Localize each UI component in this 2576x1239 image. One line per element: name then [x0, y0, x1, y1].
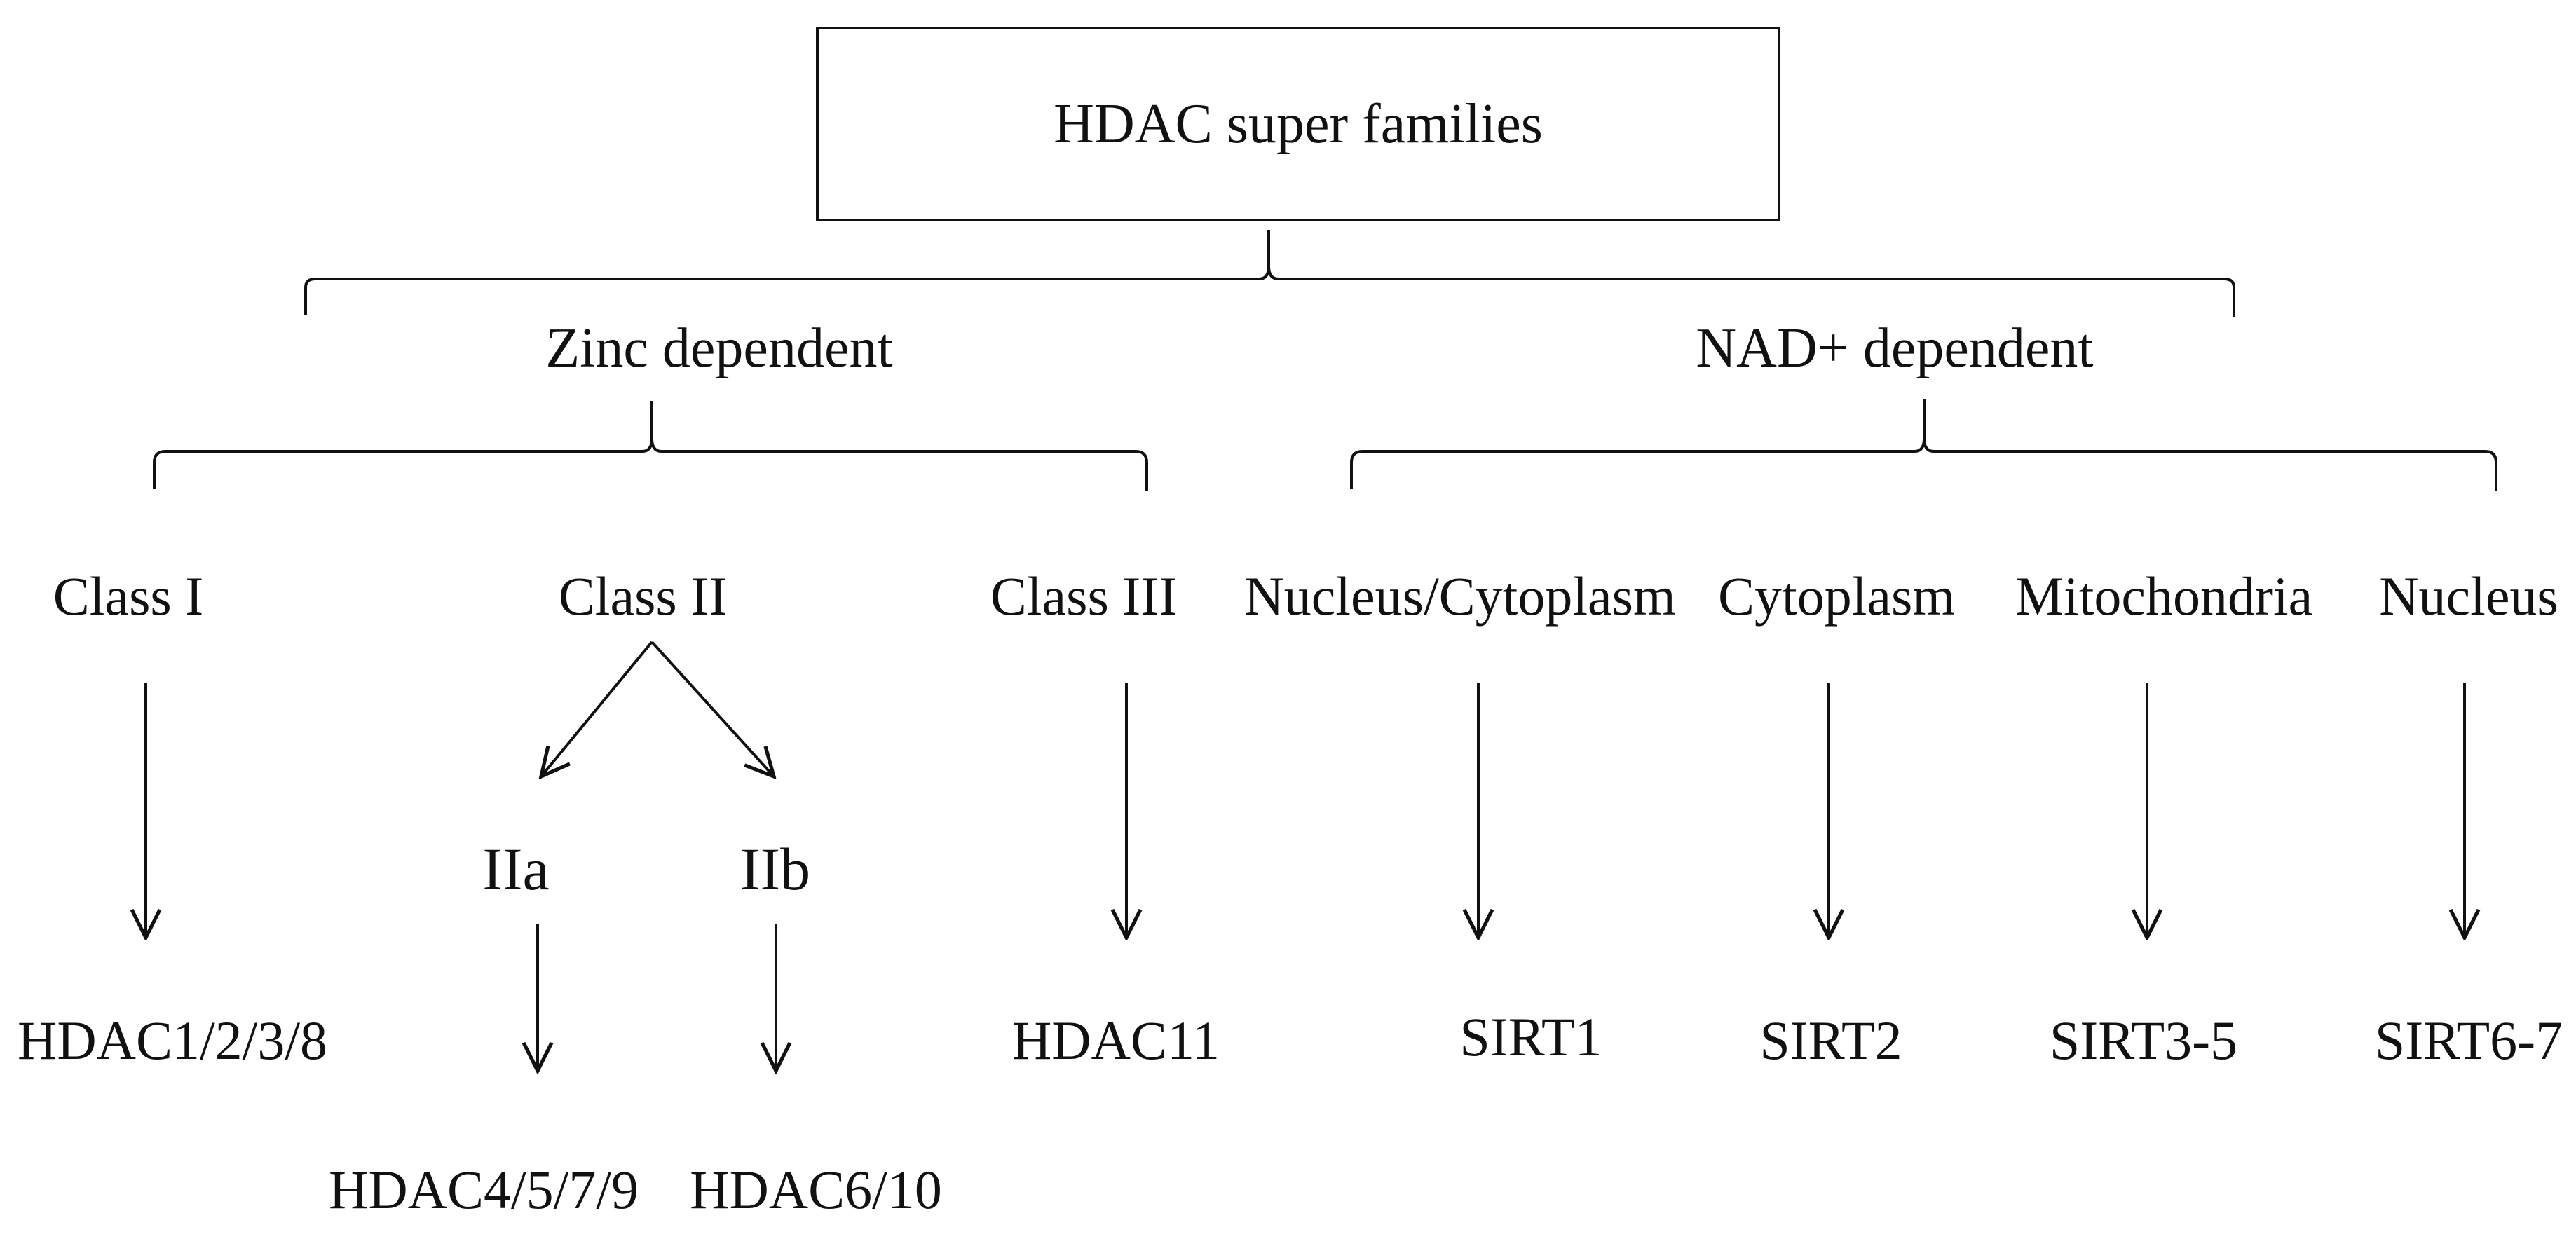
class3-members: HDAC11 [1011, 1010, 1220, 1071]
sirt6-7-label: SIRT6-7 [2374, 1010, 2563, 1071]
class3-label: Class III [990, 566, 1178, 627]
nucleus-label: Nucleus [2379, 566, 2558, 627]
class2a-members: HDAC4/5/7/9 [328, 1159, 639, 1220]
sirt2-label: SIRT2 [1759, 1010, 1902, 1071]
sirt1-label: SIRT1 [1459, 1006, 1602, 1067]
class2a-label: IIa [482, 835, 550, 903]
arrow-class2-to-iia [541, 641, 653, 776]
class2b-members: HDAC6/10 [690, 1159, 942, 1220]
nad-dependent-label: NAD+ dependent [1696, 317, 2094, 379]
class2-label: Class II [558, 566, 728, 627]
title-box [816, 27, 1780, 221]
class1-label: Class I [53, 566, 204, 627]
diagram-title: HDAC super families [1054, 93, 1543, 155]
zinc-dependent-label: Zinc dependent [545, 317, 893, 379]
zinc-brace [153, 401, 1148, 491]
top-brace [304, 230, 2235, 317]
sirt3-5-label: SIRT3-5 [2049, 1010, 2238, 1071]
class1-members: HDAC1/2/3/8 [17, 1010, 328, 1071]
arrow-class2-to-iib [650, 641, 774, 776]
cytoplasm-label: Cytoplasm [1717, 566, 1956, 627]
nad-brace [1350, 399, 2497, 491]
nucleus-cytoplasm-label: Nucleus/Cytoplasm [1244, 566, 1676, 627]
mitochondria-label: Mitochondria [2015, 566, 2313, 627]
class2b-label: IIb [740, 835, 811, 903]
